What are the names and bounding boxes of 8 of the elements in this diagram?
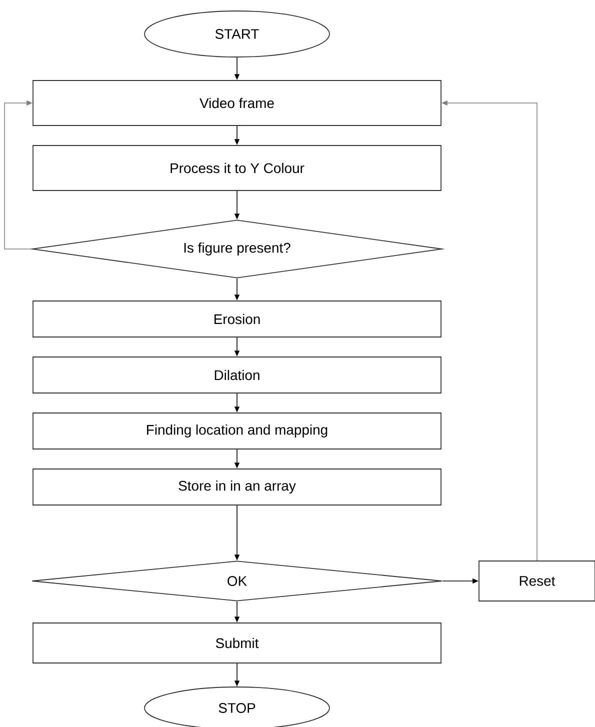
process-box: Erosion xyxy=(32,300,442,338)
process-box: Video frame xyxy=(32,80,442,126)
process-box: Store in in an array xyxy=(32,468,442,506)
process-box: Dilation xyxy=(32,356,442,394)
process-box: Process it to Y Colour xyxy=(32,145,442,191)
process-box: Submit xyxy=(32,622,442,664)
process-box: Reset xyxy=(478,560,595,602)
process-box: Finding location and mapping xyxy=(32,412,442,450)
